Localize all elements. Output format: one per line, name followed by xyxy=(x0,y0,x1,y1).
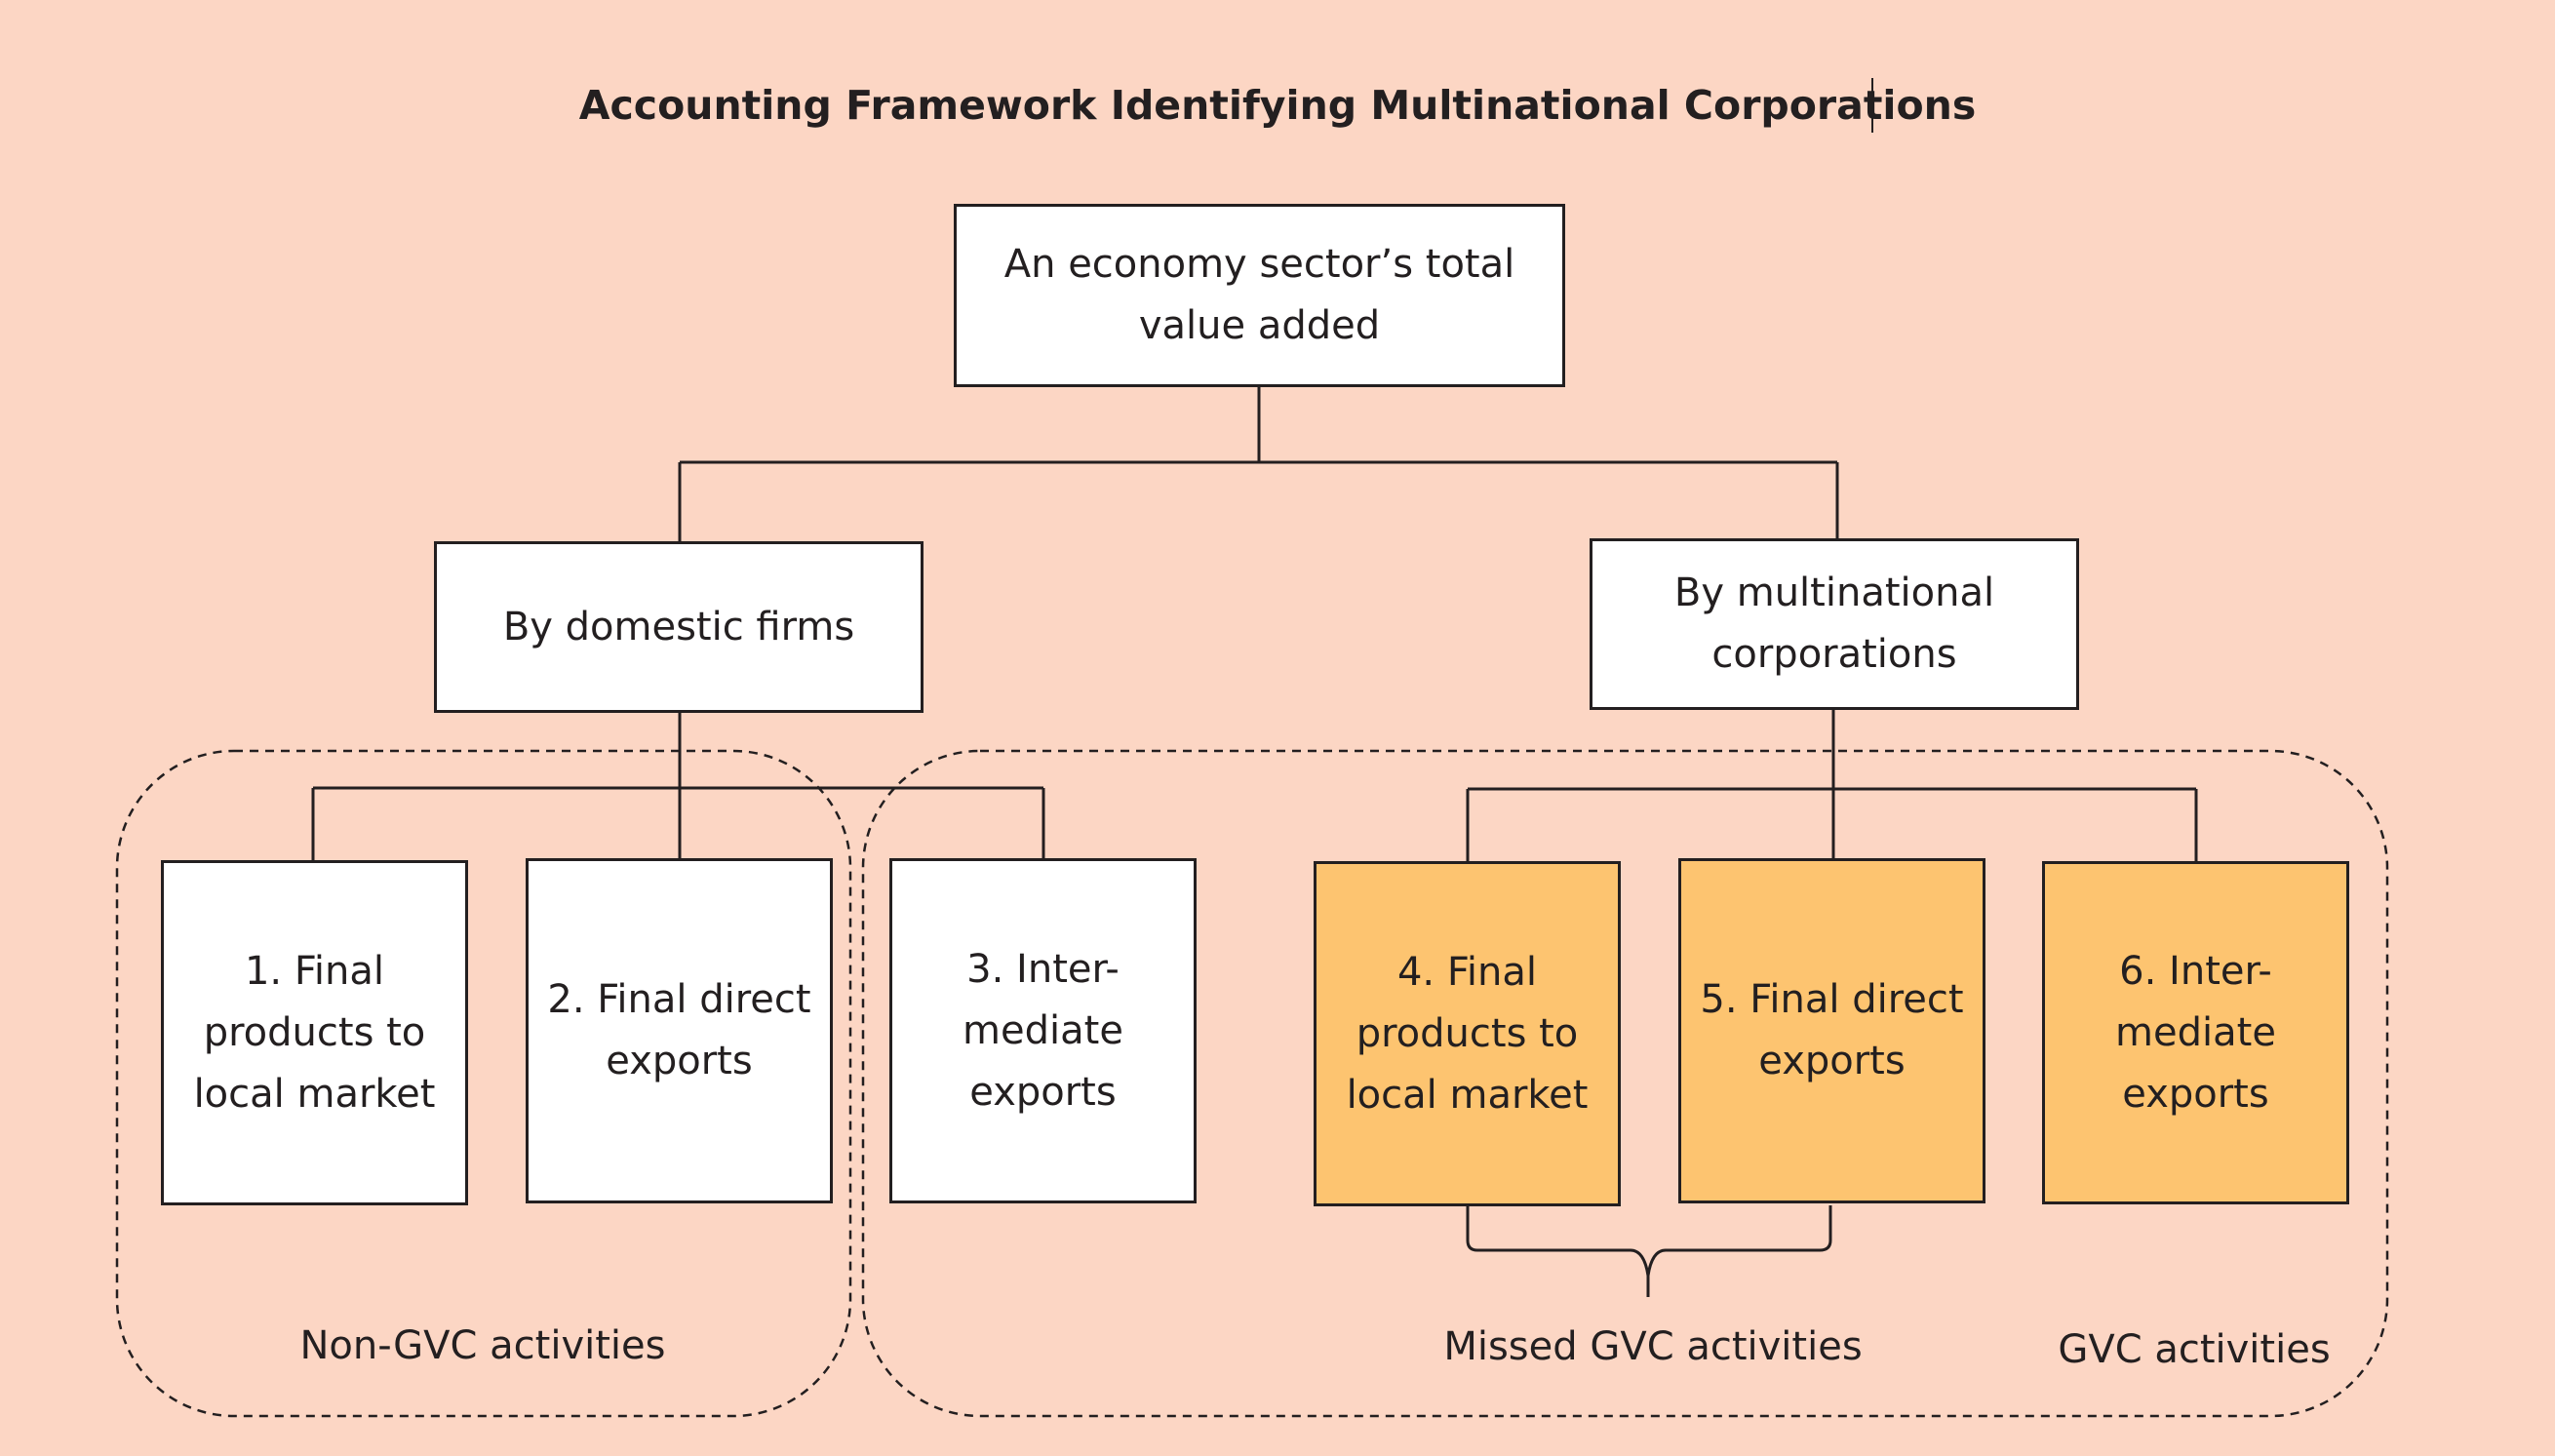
gvc-activities-label: GVC activities xyxy=(2058,1327,2331,1372)
missed-gvc-activities-label: Missed GVC activities xyxy=(1443,1324,1863,1369)
domestic-firms-node: By domestic firms xyxy=(434,541,924,713)
non-gvc-region xyxy=(115,749,852,1418)
missed-gvc-brace xyxy=(1466,1205,1832,1297)
domestic-firms-label: By domestic firms xyxy=(502,604,855,649)
activity-2-label: 2. Final direct exports xyxy=(547,977,811,1083)
non-gvc-activities-label: Non-GVC activities xyxy=(299,1323,666,1368)
activity-6-node: 6. Inter-mediate exports xyxy=(2042,861,2349,1204)
multinational-corporations-label: By multinational corporations xyxy=(1673,571,1995,677)
diagram-title: Accounting Framework Identifying Multina… xyxy=(578,82,1977,129)
activity-2-node: 2. Final direct exports xyxy=(526,858,833,1203)
activity-3-label: 3. Inter-mediate exports xyxy=(963,946,1123,1115)
activity-5-node: 5. Final direct exports xyxy=(1678,858,1985,1203)
activity-3-node: 3. Inter-mediate exports xyxy=(889,858,1197,1203)
multinational-corporations-node: By multinational corporations xyxy=(1590,538,2079,710)
activity-4-label: 4. Final products to local market xyxy=(1346,949,1589,1118)
text-cursor xyxy=(1871,78,1873,133)
activity-6-label: 6. Inter-mediate exports xyxy=(2115,948,2276,1117)
activity-4-node: 4. Final products to local market xyxy=(1314,861,1621,1206)
gvc-region xyxy=(861,749,2389,1418)
root-node-total-value-added: An economy sector’s total value added xyxy=(954,204,1565,387)
root-node-label: An economy sector’s total value added xyxy=(1003,242,1515,348)
activity-1-node: 1. Final products to local market xyxy=(161,860,468,1205)
activity-5-label: 5. Final direct exports xyxy=(1700,977,1964,1083)
activity-1-label: 1. Final products to local market xyxy=(193,948,436,1117)
